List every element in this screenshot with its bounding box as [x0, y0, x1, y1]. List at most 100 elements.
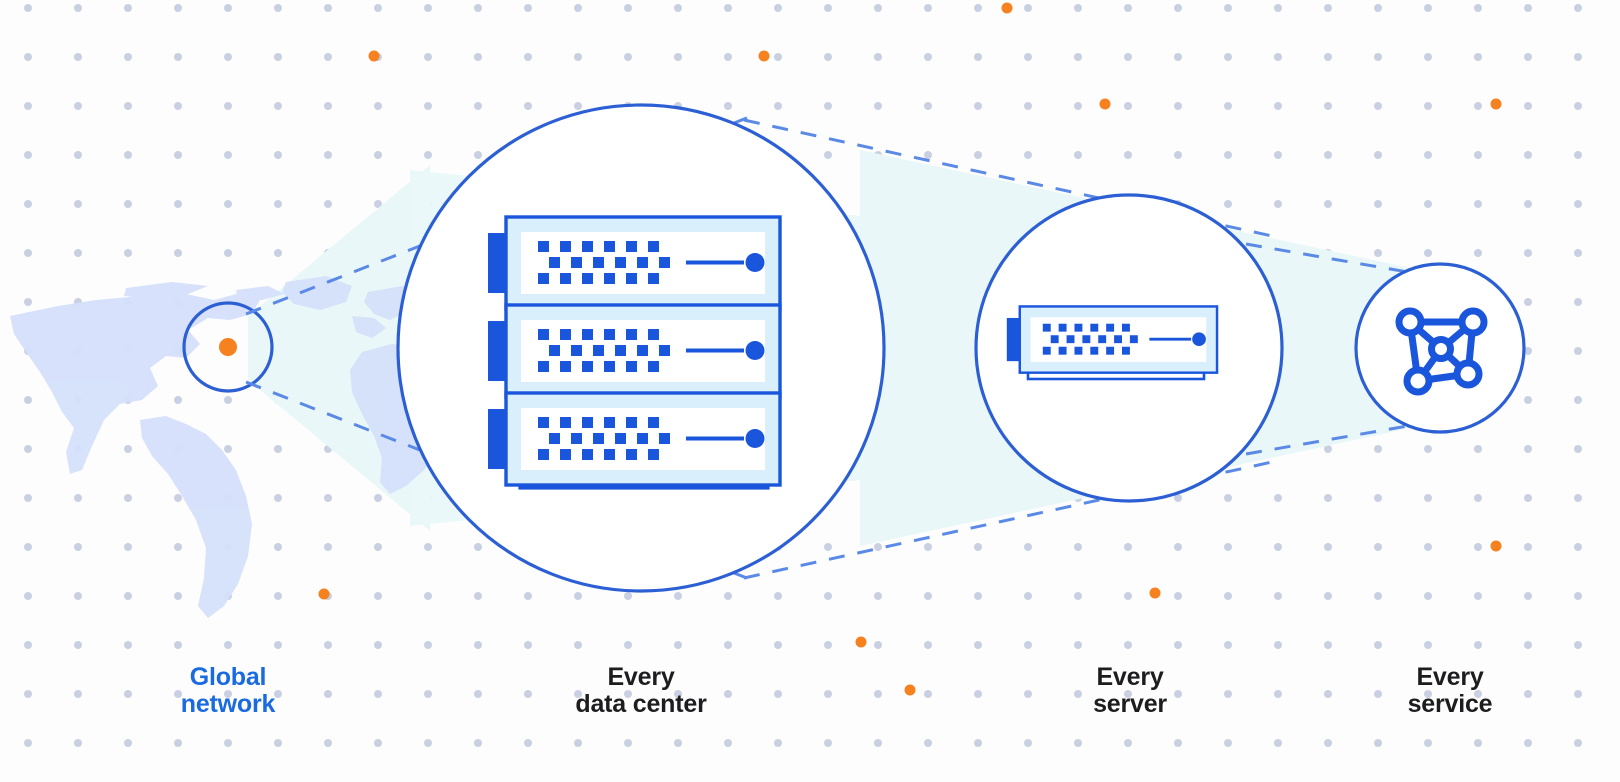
grid-dot — [674, 53, 682, 61]
grid-dot — [1424, 151, 1432, 159]
grid-dot — [1424, 102, 1432, 110]
grid-dot — [1274, 151, 1282, 159]
grid-dot — [874, 53, 882, 61]
grid-dot — [824, 739, 832, 747]
grid-dot — [1124, 592, 1132, 600]
grid-dot — [174, 249, 182, 257]
grid-dot — [224, 4, 232, 12]
grid-dot — [824, 543, 832, 551]
grid-dot — [1524, 641, 1532, 649]
grid-dot — [574, 102, 582, 110]
grid-dot — [1124, 690, 1132, 698]
grid-dot — [374, 494, 382, 502]
grid-dot — [124, 53, 132, 61]
grid-dot — [124, 494, 132, 502]
grid-dot — [274, 445, 282, 453]
grid-dot — [724, 102, 732, 110]
grid-dot — [324, 641, 332, 649]
grid-dot — [1424, 543, 1432, 551]
grid-dot — [1424, 739, 1432, 747]
grid-dot — [1574, 249, 1582, 257]
grid-dot — [1374, 151, 1382, 159]
grid-dot — [24, 53, 32, 61]
grid-dot — [774, 102, 782, 110]
single-server-icon — [1005, 305, 1219, 381]
grid-dot — [224, 151, 232, 159]
grid-dot — [1324, 592, 1332, 600]
grid-dot — [1324, 151, 1332, 159]
grid-dot — [124, 249, 132, 257]
grid-dot — [374, 641, 382, 649]
grid-dot — [1124, 4, 1132, 12]
grid-dot — [24, 543, 32, 551]
grid-dot — [1374, 739, 1382, 747]
grid-dot — [224, 200, 232, 208]
grid-dot — [424, 690, 432, 698]
grid-dot — [674, 4, 682, 12]
grid-dot — [974, 543, 982, 551]
grid-dot — [374, 592, 382, 600]
grid-dot — [324, 151, 332, 159]
grid-dot — [74, 739, 82, 747]
grid-dot — [124, 445, 132, 453]
every-data-center-circle — [396, 103, 886, 593]
grid-dot — [1374, 641, 1382, 649]
grid-dot — [1424, 4, 1432, 12]
grid-dot — [974, 592, 982, 600]
grid-dot — [1374, 102, 1382, 110]
grid-dot — [274, 4, 282, 12]
grid-dot — [924, 53, 932, 61]
grid-dot — [1424, 53, 1432, 61]
grid-dot — [124, 690, 132, 698]
grid-dot — [974, 690, 982, 698]
grid-dot — [74, 53, 82, 61]
grid-dot — [1174, 4, 1182, 12]
grid-dot — [974, 4, 982, 12]
grid-dot — [1574, 494, 1582, 502]
grid-dot — [1474, 592, 1482, 600]
grid-dot — [274, 641, 282, 649]
grid-dot — [874, 690, 882, 698]
grid-dot — [524, 739, 532, 747]
grid-dot — [1124, 739, 1132, 747]
grid-dot — [824, 641, 832, 649]
grid-dot — [1474, 53, 1482, 61]
grid-dot — [74, 249, 82, 257]
accent-dot — [1490, 98, 1502, 110]
grid-dot — [274, 249, 282, 257]
grid-dot — [924, 641, 932, 649]
grid-dot — [174, 200, 182, 208]
grid-dot — [174, 494, 182, 502]
grid-dot — [1224, 102, 1232, 110]
grid-dot — [1524, 4, 1532, 12]
grid-dot — [1424, 592, 1432, 600]
grid-dot — [74, 592, 82, 600]
grid-dot — [1474, 4, 1482, 12]
grid-dot — [174, 739, 182, 747]
global-network-circle — [182, 301, 274, 393]
grid-dot — [1224, 494, 1232, 502]
grid-dot — [974, 641, 982, 649]
grid-dot — [1374, 543, 1382, 551]
grid-dot — [1574, 641, 1582, 649]
grid-dot — [274, 690, 282, 698]
grid-dot — [1374, 4, 1382, 12]
grid-dot — [1224, 739, 1232, 747]
grid-dot — [274, 494, 282, 502]
grid-dot — [174, 690, 182, 698]
grid-dot — [174, 102, 182, 110]
grid-dot — [324, 739, 332, 747]
grid-dot — [524, 53, 532, 61]
grid-dot — [1374, 249, 1382, 257]
grid-dot — [974, 151, 982, 159]
grid-dot — [324, 494, 332, 502]
grid-dot — [374, 739, 382, 747]
grid-dot — [224, 445, 232, 453]
grid-dot — [1424, 445, 1432, 453]
grid-dot — [1324, 4, 1332, 12]
grid-dot — [174, 592, 182, 600]
accent-dot — [1099, 98, 1111, 110]
grid-dot — [224, 690, 232, 698]
grid-dot — [1474, 102, 1482, 110]
grid-dot — [1424, 690, 1432, 698]
